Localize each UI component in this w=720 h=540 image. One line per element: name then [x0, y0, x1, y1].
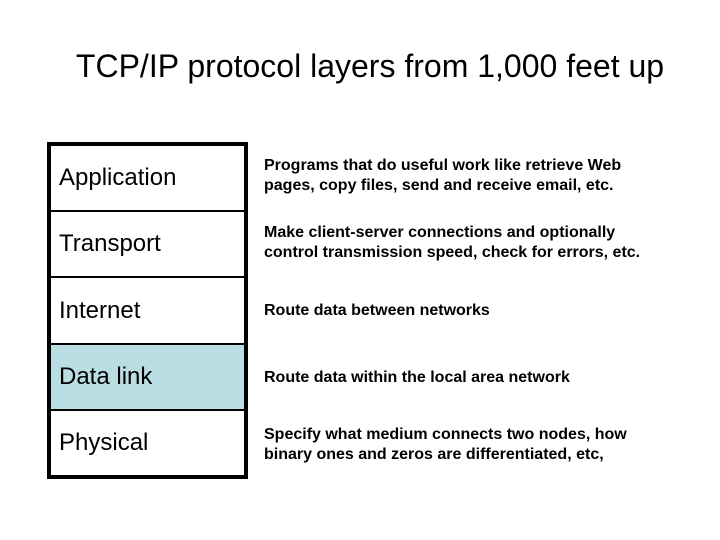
slide-title: TCP/IP protocol layers from 1,000 feet u…: [75, 48, 665, 84]
description-data-link-line-1: Route data within the local area network: [264, 368, 570, 386]
description-transport: Make client-server connections and optio…: [264, 209, 700, 276]
description-data-link: Route data within the local area network: [264, 344, 700, 411]
layer-label-internet: Internet: [59, 296, 141, 324]
layer-label-physical: Physical: [59, 428, 149, 456]
description-physical: Specify what medium connects two nodes, …: [264, 412, 700, 479]
layer-row-application: Application: [51, 146, 244, 211]
layer-row-internet: Internet: [51, 276, 244, 343]
layer-row-physical: Physical: [51, 408, 244, 476]
layer-label-data-link: Data link: [59, 362, 153, 390]
description-transport-line-2: control transmission speed, check for er…: [264, 244, 641, 262]
layer-row-data-link: Data link: [51, 342, 244, 409]
description-application: Programs that do useful work like retrie…: [264, 142, 700, 209]
description-application-line-2: pages, copy files, send and receive emai…: [264, 176, 614, 194]
protocol-layer-stack: Application Transport Internet Data link…: [47, 142, 248, 479]
description-physical-line-2: binary ones and zeros are differentiated…: [264, 446, 604, 464]
layer-row-transport: Transport: [51, 210, 244, 277]
description-transport-line-1: Make client-server connections and optio…: [264, 224, 616, 242]
layer-descriptions: Programs that do useful work like retrie…: [264, 142, 700, 479]
description-internet: Route data between networks: [264, 277, 700, 344]
description-internet-line-1: Route data between networks: [264, 301, 490, 319]
layer-label-application: Application: [59, 164, 177, 192]
layer-label-transport: Transport: [59, 230, 161, 258]
description-physical-line-1: Specify what medium connects two nodes, …: [264, 426, 627, 444]
description-application-line-1: Programs that do useful work like retrie…: [264, 156, 622, 174]
